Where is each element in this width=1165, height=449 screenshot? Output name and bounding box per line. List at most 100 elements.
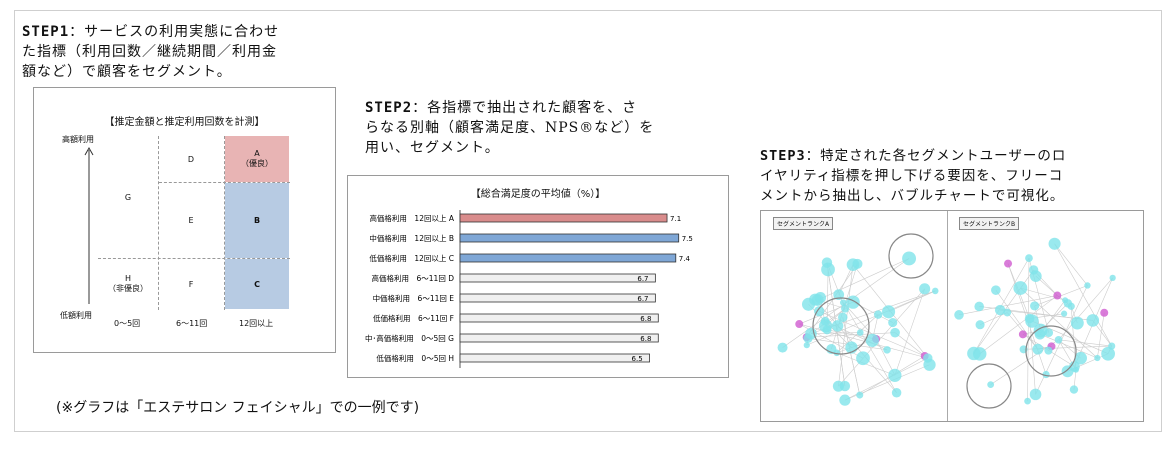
bubble-divider: [947, 211, 948, 421]
bubble-node: [1054, 335, 1063, 344]
bubble-node: [873, 310, 883, 319]
bubble-edge: [842, 317, 861, 396]
cell-d: D: [159, 136, 223, 182]
bubble-node: [1048, 237, 1061, 250]
grid-line: [224, 136, 225, 310]
bubble-node: [839, 394, 851, 406]
bubble-node: [803, 342, 810, 349]
cell-h-label: H: [124, 274, 131, 283]
bubble-node: [954, 310, 964, 320]
bubble-chart-panel: セグメントランクA セグメントランクB: [760, 210, 1144, 422]
bubble-node: [841, 304, 850, 313]
y-axis-top-label: 高額利用: [62, 135, 94, 144]
bubble-node: [809, 293, 822, 306]
cell-a-label: A: [254, 149, 260, 158]
bubble-edge: [1058, 339, 1112, 347]
step2-description: STEP2：各指標で抽出された顧客を、さ らなる別軸（顧客満足度、NPS®など）…: [365, 98, 654, 158]
step2-line3: 用い、セグメント。: [365, 140, 500, 156]
bar-g: [459, 333, 659, 343]
bubble-node: [891, 387, 902, 398]
step1-description: STEP1：サービスの利用実態に合わせ た指標（利用回数／継続期間／利用金 額な…: [22, 22, 279, 82]
cell-e: E: [159, 183, 223, 258]
bubble-edge: [995, 289, 1039, 350]
bubble-node: [833, 289, 845, 301]
step3-line3: メントから抽出し、バブルチャートで可視化。: [760, 188, 1065, 204]
x-label-6-11: 6〜11回: [176, 319, 208, 328]
bubble-node: [846, 258, 860, 272]
bubble-node: [1074, 351, 1087, 365]
bubble-node: [888, 318, 898, 328]
bubble-node: [856, 351, 870, 366]
bubble-node: [888, 368, 902, 382]
bubble-node: [1070, 316, 1084, 330]
bubble-edge: [1058, 277, 1113, 341]
bubble-node: [1053, 291, 1062, 300]
bubble-highlight-ring: [812, 297, 870, 355]
bar-value-label: 6.8: [640, 335, 651, 343]
bubble-left-tag: セグメントランクA: [773, 217, 834, 230]
bubble-node: [1004, 259, 1013, 268]
bubble-edge: [1097, 312, 1105, 359]
bubble-node: [1032, 343, 1044, 355]
bubble-node: [975, 320, 985, 330]
cell-h-sub: （非優良）: [108, 284, 148, 293]
cell-c-label: C: [254, 279, 260, 289]
bar-value-label: 6.5: [632, 355, 643, 363]
step3-label: STEP3: [760, 148, 806, 164]
cell-h: H（非優良）: [98, 259, 158, 309]
bar-value-label: 6.7: [637, 275, 648, 283]
bubble-edge: [817, 258, 910, 301]
bubble-node: [856, 329, 864, 336]
bubble-node: [902, 251, 917, 266]
cell-g-label: G: [124, 192, 132, 202]
y-axis-arrow: [84, 146, 94, 304]
bubble-edge: [843, 302, 897, 393]
step3-description: STEP3：特定された各セグメントユーザーのロ イヤリティ指標を押し下げる要因を…: [760, 146, 1066, 206]
step1-label: STEP1: [22, 24, 70, 40]
cell-f: F: [159, 259, 223, 309]
bubble-node: [1086, 314, 1100, 327]
bubble-node: [923, 358, 936, 371]
bubble-edge: [894, 288, 925, 376]
bubble-node: [1025, 254, 1033, 262]
bubble-node: [819, 319, 833, 333]
bubble-node: [994, 304, 1006, 316]
bar-value-label: 7.1: [670, 215, 681, 223]
cell-b-label: B: [253, 216, 261, 225]
bubble-node: [840, 299, 847, 306]
bar-d: [459, 273, 656, 283]
bubble-edge: [819, 310, 925, 357]
bar-value-label: 6.8: [640, 315, 651, 323]
bubble-node: [1025, 314, 1039, 328]
bubble-node: [1024, 397, 1031, 405]
bar-category-label: 高価格利用 6〜11回 D: [372, 273, 455, 283]
bubble-node: [931, 287, 939, 295]
bubble-node: [838, 312, 848, 323]
bubble-node: [1029, 270, 1042, 282]
bar-category-label: 中価格利用 12回以上 B: [369, 233, 454, 243]
bar-e: [459, 293, 656, 303]
bubble-edge: [806, 290, 936, 346]
bubble-node: [1067, 302, 1075, 311]
bubble-edge: [1020, 287, 1098, 359]
cell-f-label: F: [188, 279, 194, 289]
bubble-node: [1101, 346, 1115, 361]
bubble-node: [865, 333, 879, 347]
bubble-edge: [1027, 258, 1030, 402]
cell-e-label: E: [188, 216, 194, 225]
bubble-node: [795, 320, 804, 329]
bar-category-label: 低価格利用 6〜11回 F: [373, 313, 454, 323]
bar-h: [459, 353, 650, 363]
bubble-highlight-ring: [1025, 325, 1077, 377]
footnote: (※グラフは「エステサロン フェイシャル」での一例です): [56, 400, 420, 416]
bubble-edge: [806, 263, 858, 338]
matrix-title: 【推定金額と推定利用回数を計測】: [104, 117, 265, 128]
bubble-node: [839, 380, 851, 392]
bubble-edge: [888, 290, 936, 313]
bar-f: [459, 313, 659, 323]
bubble-node: [987, 381, 995, 388]
cell-g: G: [98, 136, 158, 258]
bubble-node: [1094, 354, 1101, 362]
cell-a: A（優良）: [225, 136, 289, 182]
